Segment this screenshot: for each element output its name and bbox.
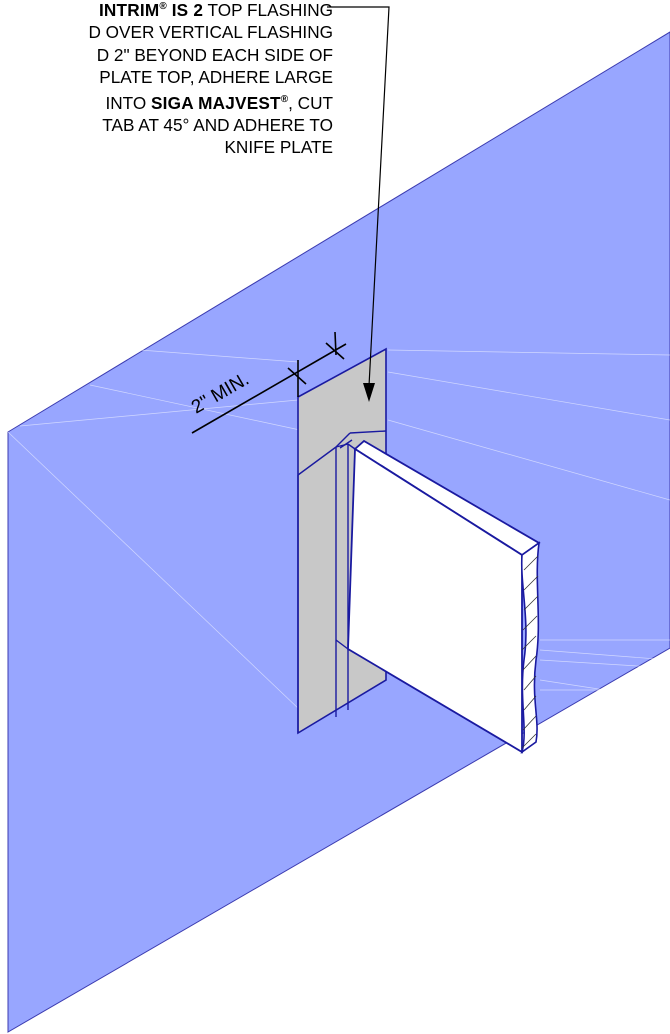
membrane-reflections bbox=[7, 349, 670, 711]
knife-plate-hatch bbox=[521, 555, 539, 749]
callout-line-4: PLATE TOP, ADHERE LARGE bbox=[99, 67, 333, 88]
registered-mark-1: ® bbox=[159, 1, 167, 12]
callout-line-6: TAB AT 45° AND ADHERE TO bbox=[102, 115, 333, 136]
product-name-2: SIGA MAJVEST bbox=[151, 92, 281, 113]
callout-line-1: INTRIM® IS 2 TOP FLASHING bbox=[0, 0, 333, 21]
product-name-1-suffix: IS 2 bbox=[166, 0, 204, 20]
callout-line-5-post: , CUT bbox=[288, 92, 333, 113]
callout-line-5: INTO SIGA MAJVEST®, CUT bbox=[0, 89, 333, 114]
dimension-line bbox=[191, 331, 347, 434]
callout-text: INTRIM® IS 2 TOP FLASHING D OVER VERTICA… bbox=[0, 0, 333, 159]
callout-line-5-pre: INTO bbox=[105, 92, 151, 113]
callout-line-1-rest: TOP FLASHING bbox=[203, 0, 333, 20]
callout-line-3: D 2" BEYOND EACH SIDE OF bbox=[96, 44, 333, 65]
leader-line bbox=[327, 6, 390, 387]
knife-plate bbox=[347, 439, 541, 754]
callout-line-7: KNIFE PLATE bbox=[224, 137, 333, 158]
leader-arrowhead bbox=[363, 383, 375, 402]
product-name-1: INTRIM bbox=[98, 0, 160, 20]
registered-mark-2: ® bbox=[280, 93, 289, 105]
knife-plate-cut-edge bbox=[520, 541, 541, 754]
top-flashing-folds bbox=[297, 430, 387, 733]
callout-line-2: D OVER VERTICAL FLASHING bbox=[88, 22, 333, 43]
